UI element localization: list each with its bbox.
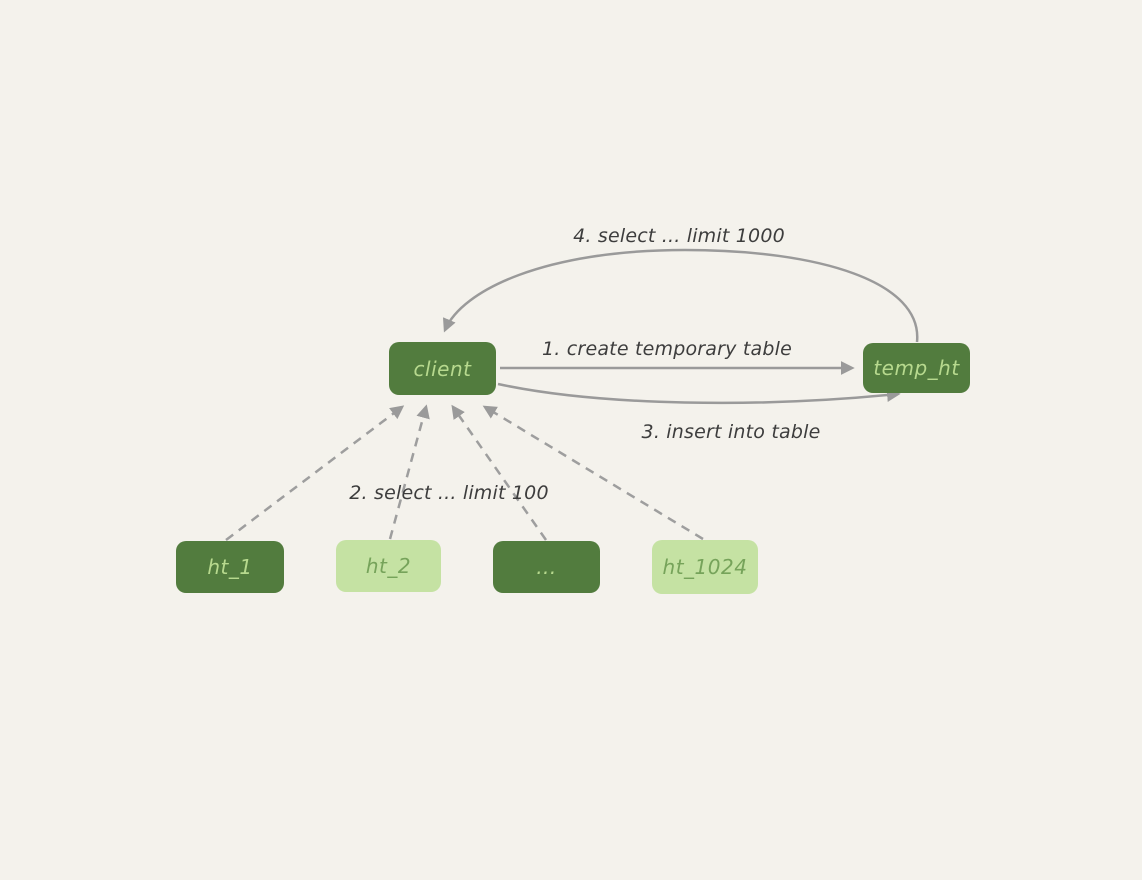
edge-label-select-limit-100: 2. select ... limit 100 <box>349 482 549 504</box>
node-client: client <box>389 342 496 395</box>
edge-label-create-temporary-table: 1. create temporary table <box>542 338 792 360</box>
node-ht-ellipsis: ... <box>493 541 600 593</box>
node-temp-ht: temp_ht <box>863 343 970 393</box>
arrow-select-ht-2 <box>388 404 430 540</box>
edge-label-select-limit-1000: 4. select ... limit 1000 <box>573 225 785 247</box>
arrow-select-ht-dots <box>451 404 548 541</box>
arrow-select-limit-1000 <box>442 248 919 343</box>
node-ht-2: ht_2 <box>336 540 441 592</box>
arrow-insert-into-table <box>497 382 901 405</box>
edge-label-insert-into-table: 3. insert into table <box>641 421 821 443</box>
node-ht-1024: ht_1024 <box>652 540 758 594</box>
arrow-select-ht-1024 <box>482 405 704 541</box>
node-ht-1: ht_1 <box>176 541 284 593</box>
arrow-select-ht-1 <box>225 405 405 541</box>
